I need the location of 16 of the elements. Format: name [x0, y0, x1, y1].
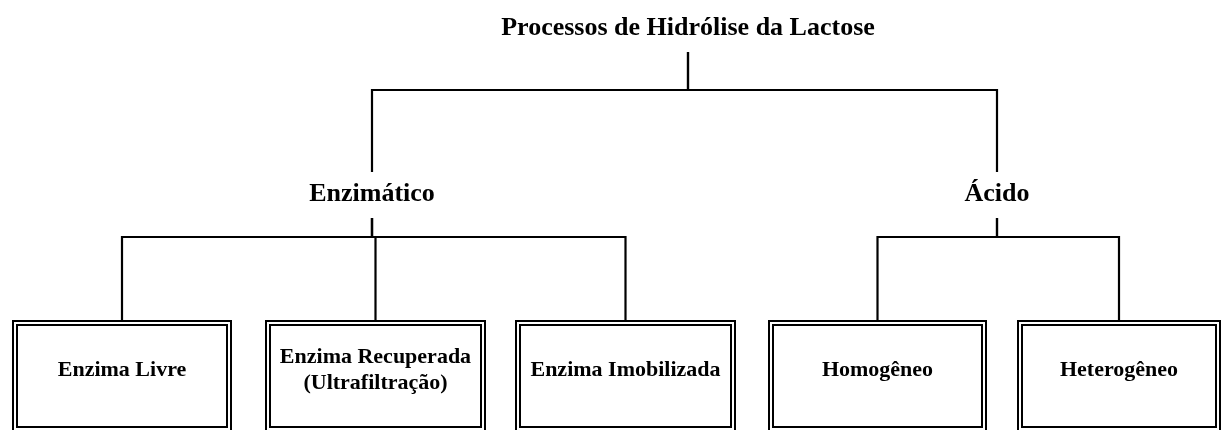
- connector-line: [995, 218, 1121, 320]
- category-box: [265, 320, 486, 430]
- category-box: [1017, 320, 1221, 430]
- box-label: Homogêneo: [821, 355, 934, 383]
- branch-heading: Ácido: [964, 178, 1030, 208]
- category-box: [768, 320, 987, 430]
- category-box: [515, 320, 736, 430]
- category-box: [12, 320, 232, 430]
- branch-heading: Enzimático: [309, 178, 435, 208]
- root-heading: Processos de Hidrólise da Lactose: [501, 12, 875, 42]
- box-label: Enzima Imobilizada: [530, 355, 721, 383]
- connector-line: [686, 52, 999, 172]
- box-label: Heterogêneo: [1059, 355, 1179, 383]
- box-label: Enzima Livre: [57, 355, 187, 383]
- box-label: Enzima Recuperada (Ultrafiltração): [278, 342, 473, 396]
- connector-line: [370, 218, 627, 320]
